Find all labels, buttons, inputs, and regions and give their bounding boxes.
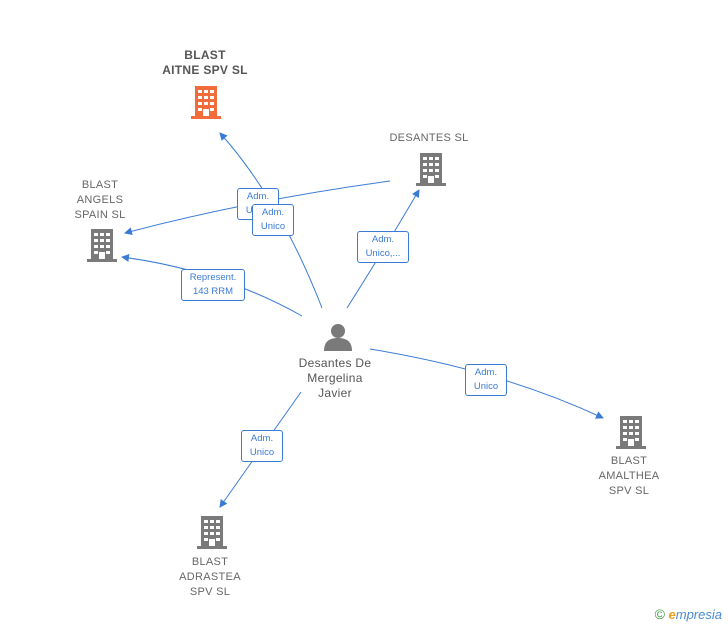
building-icon-aitne[interactable] (190, 84, 222, 120)
node-label-angels[interactable]: BLAST ANGELS SPAIN SL (55, 178, 145, 223)
node-label-line: SPV SL (608, 485, 650, 497)
node-label-amalthea[interactable]: BLAST AMALTHEA SPV SL (584, 454, 674, 499)
node-label-line: SPV SL (189, 586, 231, 598)
brand-logo-e: e (668, 607, 676, 622)
edge-label-line: Represent. (189, 272, 237, 283)
person-icon[interactable] (322, 322, 354, 352)
node-label-line: BLAST (191, 556, 229, 568)
edge-label-line: Unico,... (365, 248, 401, 259)
node-label-adrastea[interactable]: BLAST ADRASTEA SPV SL (165, 555, 255, 600)
copyright-icon: © (654, 606, 665, 622)
building-icon-amalthea[interactable] (615, 414, 647, 450)
node-label-line: ADRASTEA (179, 571, 241, 583)
node-label-person[interactable]: Desantes De Mergelina Javier (285, 356, 385, 401)
building-icon-adrastea[interactable] (196, 514, 228, 550)
edge-label-line: Adm. (250, 433, 274, 444)
node-label-line: BLAST (610, 455, 648, 467)
brand-logo-text: mpresia (675, 607, 722, 622)
node-label-line: BLAST (184, 48, 226, 62)
node-label-line: AITNE SPV SL (162, 63, 248, 77)
node-label-line: DESANTES SL (389, 132, 469, 144)
edge-label-represent[interactable]: Represent. 143 RRM (181, 269, 245, 301)
edge-label-line: Unico (249, 447, 275, 458)
building-icon-desantes[interactable] (415, 151, 447, 187)
edge-label-line: Adm. (246, 191, 270, 202)
edge-label-line: Adm. (474, 367, 498, 378)
node-label-line: AMALTHEA (598, 470, 660, 482)
building-icon-angels[interactable] (86, 227, 118, 263)
edge-label-line: Adm. (371, 234, 395, 245)
node-label-line: Mergelina (307, 371, 363, 385)
node-label-line: BLAST (81, 179, 119, 191)
edge-label-adm-unico[interactable]: Adm. Unico (465, 364, 507, 396)
brand-logo: © empresia (655, 606, 722, 622)
node-label-aitne[interactable]: BLAST AITNE SPV SL (150, 48, 260, 78)
edge-label-line: 143 RRM (192, 286, 234, 297)
edge-label-adm-unico[interactable]: Adm. Unico (241, 430, 283, 462)
edge-label-adm-unico[interactable]: Adm. Unico (252, 204, 294, 236)
node-label-line: Desantes De (298, 356, 372, 370)
edge-label-line: Adm. (261, 207, 285, 218)
node-label-line: SPAIN SL (74, 209, 126, 221)
edge-label-adm-unico-multi[interactable]: Adm. Unico,... (357, 231, 409, 263)
edge-label-line: Unico (473, 381, 499, 392)
node-label-line: ANGELS (76, 194, 124, 206)
node-label-desantes[interactable]: DESANTES SL (374, 131, 484, 146)
node-label-line: Javier (318, 386, 352, 400)
edge-label-line: Unico (260, 221, 286, 232)
